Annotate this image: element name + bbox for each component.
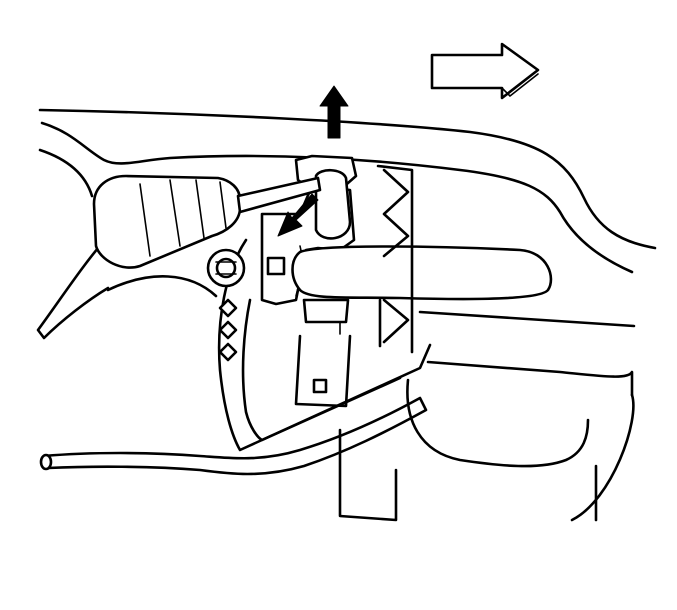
lower-rod <box>42 396 428 476</box>
bolt-flats <box>215 261 237 275</box>
pull-handle-tube <box>291 245 553 301</box>
pull-out-arrow-icon <box>277 193 319 237</box>
bracket-frame-inner <box>241 298 402 442</box>
pocket-lattice <box>378 168 410 348</box>
trim-right-rail <box>418 310 636 328</box>
bracket-rivet-3 <box>218 342 238 362</box>
panel-left-curve <box>38 148 94 198</box>
latch-lower-tab <box>302 298 350 324</box>
screwdriver-shaft <box>236 176 322 214</box>
trim-panel-outer-edge <box>38 108 657 250</box>
bracket-rivet-2 <box>218 320 238 340</box>
screwdriver-grip-lines <box>139 179 227 257</box>
bracket-rivet-1 <box>218 298 238 318</box>
latch-knob <box>314 168 352 240</box>
lower-panel-left <box>338 428 398 522</box>
trim-right-lower-rail <box>426 360 634 397</box>
pocket-right-wall <box>376 164 414 354</box>
panel-left-lower-curve <box>36 238 110 340</box>
rod-end <box>39 453 53 471</box>
bracket-arm-left <box>106 275 218 298</box>
lower-panel-far <box>570 393 635 522</box>
lower-panel-right <box>406 378 590 468</box>
vertical-bracket <box>294 334 352 408</box>
direction-arrow-shade <box>501 73 539 97</box>
pull-up-arrow-icon <box>319 85 349 139</box>
latch-slot <box>266 256 286 276</box>
direction-arrow-right-icon <box>430 42 540 100</box>
bracket-square-hole <box>312 378 328 394</box>
mounting-bolt-center <box>215 257 237 279</box>
